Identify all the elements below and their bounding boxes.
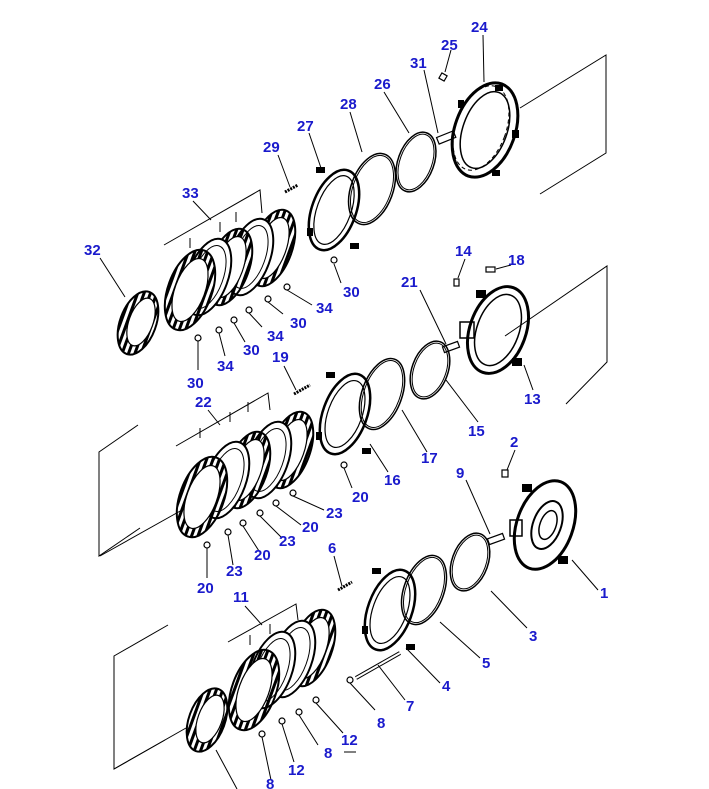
part-13-housing	[459, 285, 530, 375]
assembly-frame-lines	[98, 54, 608, 770]
callout-20-d: 20	[197, 580, 214, 597]
callout-7: 7	[406, 698, 414, 715]
callout-6: 6	[328, 540, 336, 557]
callout-30-a: 30	[343, 284, 360, 301]
callout-12-a: 12	[341, 732, 358, 749]
part-14-pin	[453, 278, 460, 287]
callout-24: 24	[471, 19, 488, 36]
callout-9: 9	[456, 465, 464, 482]
callout-16: 16	[384, 472, 401, 489]
callout-34-c: 34	[217, 358, 234, 375]
part-1-housing	[509, 479, 578, 571]
callout-30-d: 30	[187, 375, 204, 392]
part-27-plate	[307, 167, 361, 252]
leader-lines	[99, 34, 599, 789]
bottom-hub-ring	[185, 687, 229, 753]
callout-22: 22	[195, 394, 212, 411]
part-2-pin	[501, 469, 509, 478]
callout-26: 26	[374, 76, 391, 93]
part-16-plate	[316, 372, 372, 456]
callout-4: 4	[442, 678, 451, 695]
callout-30-b: 30	[290, 315, 307, 332]
callout-14: 14	[455, 243, 472, 260]
callout-3: 3	[529, 628, 537, 645]
middle-group-pins	[203, 461, 348, 549]
part-5-oring	[400, 554, 448, 626]
callout-5: 5	[482, 655, 490, 672]
callout-8-c: 8	[266, 776, 274, 789]
callout-33: 33	[182, 185, 199, 202]
callout-18: 18	[508, 252, 525, 269]
callout-20-a: 20	[352, 489, 369, 506]
callout-27: 27	[297, 118, 314, 135]
callout-8-b: 8	[324, 745, 332, 762]
callout-8-a: 8	[377, 715, 385, 732]
callout-21: 21	[401, 274, 418, 291]
callout-11: 11	[233, 589, 249, 606]
part-32-hub	[116, 290, 160, 356]
callout-19: 19	[272, 349, 289, 366]
part-31-bolt	[435, 130, 457, 145]
part-19-dowel	[293, 383, 311, 396]
callout-labels: 24 25 31 26 28 27 29 33 32 30 34 30 34 3…	[84, 19, 608, 789]
part-18-pin	[485, 266, 496, 273]
callout-31: 31	[410, 55, 427, 72]
callout-34-a: 34	[316, 300, 333, 317]
part-15-oring	[409, 340, 451, 400]
callout-2: 2	[510, 434, 518, 451]
callout-17: 17	[421, 450, 438, 467]
callout-34-b: 34	[267, 328, 284, 345]
part-21-bolt	[441, 340, 461, 354]
part-9-bolt	[486, 532, 506, 546]
callout-23-a: 23	[326, 505, 343, 522]
callout-30-c: 30	[243, 342, 260, 359]
callout-23-c: 23	[226, 563, 243, 580]
part-25-pin	[438, 72, 448, 82]
callout-32: 32	[84, 242, 101, 259]
callout-15: 15	[468, 423, 485, 440]
callout-20-b: 20	[302, 519, 319, 536]
part-29-dowel	[284, 183, 299, 194]
callout-1: 1	[600, 585, 608, 602]
callout-25: 25	[441, 37, 458, 54]
part-24-housing	[450, 81, 520, 179]
part-11-disc-stack	[227, 608, 337, 732]
callout-13: 13	[524, 391, 541, 408]
part-4-plate	[362, 568, 417, 652]
callout-20-c: 20	[254, 547, 271, 564]
callout-23-b: 23	[279, 533, 296, 550]
part-6-dowel	[337, 580, 353, 592]
callout-29: 29	[263, 139, 280, 156]
callout-28: 28	[340, 96, 357, 113]
part-22-disc-stack	[175, 410, 315, 539]
part-3-oring	[449, 532, 491, 592]
top-group-pins	[194, 256, 338, 342]
callout-12-b: 12	[288, 762, 305, 779]
part-33-disc-stack	[163, 208, 297, 332]
part-26-oring	[395, 131, 437, 193]
